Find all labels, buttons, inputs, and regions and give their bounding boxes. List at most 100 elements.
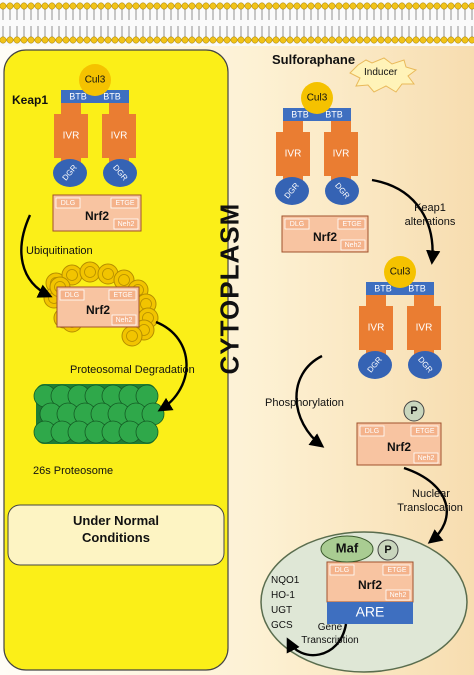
lipid-head	[307, 2, 315, 10]
lipid-head	[419, 2, 427, 10]
lipid-head	[167, 2, 175, 10]
lipid-head	[6, 36, 14, 44]
normal-conditions-label-box	[7, 504, 225, 566]
lipid-head	[181, 2, 189, 10]
lipid-head	[202, 2, 210, 10]
dgr-domain	[325, 177, 359, 205]
lipid-head	[34, 36, 42, 44]
ivr-label: IVR	[368, 323, 385, 334]
are-label: ARE	[356, 604, 385, 620]
lipid-head	[286, 2, 294, 10]
lipid-head	[328, 36, 336, 44]
nuclear-label-2: Translocation	[397, 502, 463, 514]
keap1-alterations-label-1: Keap1	[414, 202, 446, 214]
etge-label: ETGE	[115, 200, 134, 207]
lipid-head	[419, 36, 427, 44]
etge-label: ETGE	[415, 428, 434, 435]
lipid-head	[384, 36, 392, 44]
lipid-head	[118, 2, 126, 10]
neh2-label: Neh2	[345, 242, 362, 249]
conditions-label: Conditions	[82, 530, 150, 545]
lipid-head	[216, 36, 224, 44]
lipid-head	[349, 2, 357, 10]
lipid-head	[209, 36, 217, 44]
lipid-head	[41, 2, 49, 10]
lipid-head	[27, 36, 35, 44]
lipid-head	[139, 2, 147, 10]
lipid-head	[139, 36, 147, 44]
lipid-head	[230, 2, 238, 10]
lipid-head	[244, 2, 252, 10]
ivr-label: IVR	[63, 131, 80, 142]
ubiquitin-ring	[118, 274, 130, 286]
etge-motif	[108, 289, 137, 301]
ubiquitin-ring	[84, 266, 96, 278]
dlg-label: DLG	[365, 428, 379, 435]
lipid-head	[251, 36, 259, 44]
lipid-head	[97, 2, 105, 10]
neh2-motif	[340, 239, 366, 251]
etge-motif	[382, 564, 411, 576]
etge-motif	[110, 197, 139, 209]
gene-transcription-arrow	[286, 623, 348, 657]
inducer-burst	[349, 57, 418, 93]
lipid-head	[279, 2, 287, 10]
lipid-head	[272, 36, 280, 44]
ivr-body	[102, 114, 136, 158]
lipid-head	[258, 36, 266, 44]
dlg-motif	[359, 425, 385, 437]
lipid-head	[13, 2, 21, 10]
cell-membrane	[0, 0, 474, 46]
lipid-head	[405, 2, 413, 10]
etge-label: ETGE	[113, 292, 132, 299]
lipid-head	[300, 36, 308, 44]
phosphorylation-label: Phosphorylation	[265, 397, 344, 409]
lipid-head	[153, 36, 161, 44]
proteosome-label: 26s Proteosome	[33, 465, 114, 477]
lipid-head	[314, 2, 322, 10]
lipid-head	[363, 2, 371, 10]
lipid-head	[447, 36, 455, 44]
lipid-head	[118, 36, 126, 44]
btb-label: BTB	[103, 91, 121, 101]
lipid-head	[454, 36, 462, 44]
neh2-label: Neh2	[118, 221, 135, 228]
keap1-alterations-label-2: alterations	[404, 216, 456, 228]
btb-label: BTB	[291, 109, 309, 119]
ivr-label: IVR	[333, 149, 350, 160]
lipid-head	[370, 2, 378, 10]
lipid-head	[412, 36, 420, 44]
proteasome	[33, 384, 165, 444]
lipid-head	[440, 36, 448, 44]
lipid-head	[174, 2, 182, 10]
nrf2-label: Nrf2	[387, 440, 411, 454]
dgr-domain	[275, 177, 309, 205]
dlg-motif	[55, 197, 81, 209]
lipid-head	[188, 36, 196, 44]
lipid-head	[377, 36, 385, 44]
lipid-head	[41, 36, 49, 44]
lipid-head	[230, 36, 238, 44]
gene-nqo1: NQO1	[271, 575, 300, 586]
nuclear-translocation-arrow	[403, 466, 448, 544]
neh2-label: Neh2	[116, 317, 133, 324]
etge-motif	[337, 218, 366, 230]
nrf2-label: Nrf2	[358, 578, 382, 592]
lipid-head	[167, 36, 175, 44]
neh2-motif	[385, 589, 411, 601]
ivr-body	[407, 306, 441, 350]
pathway-arrows	[20, 178, 448, 657]
lipid-head	[83, 36, 91, 44]
btb-label: BTB	[408, 283, 426, 293]
lipid-head	[293, 2, 301, 10]
cul3-protein	[79, 64, 111, 96]
ubiquitination-arrow	[20, 214, 53, 298]
lipid-head	[391, 2, 399, 10]
lipid-head	[398, 2, 406, 10]
lipid-head	[356, 2, 364, 10]
lipid-head	[104, 2, 112, 10]
lipid-head	[90, 36, 98, 44]
lipid-head	[272, 2, 280, 10]
